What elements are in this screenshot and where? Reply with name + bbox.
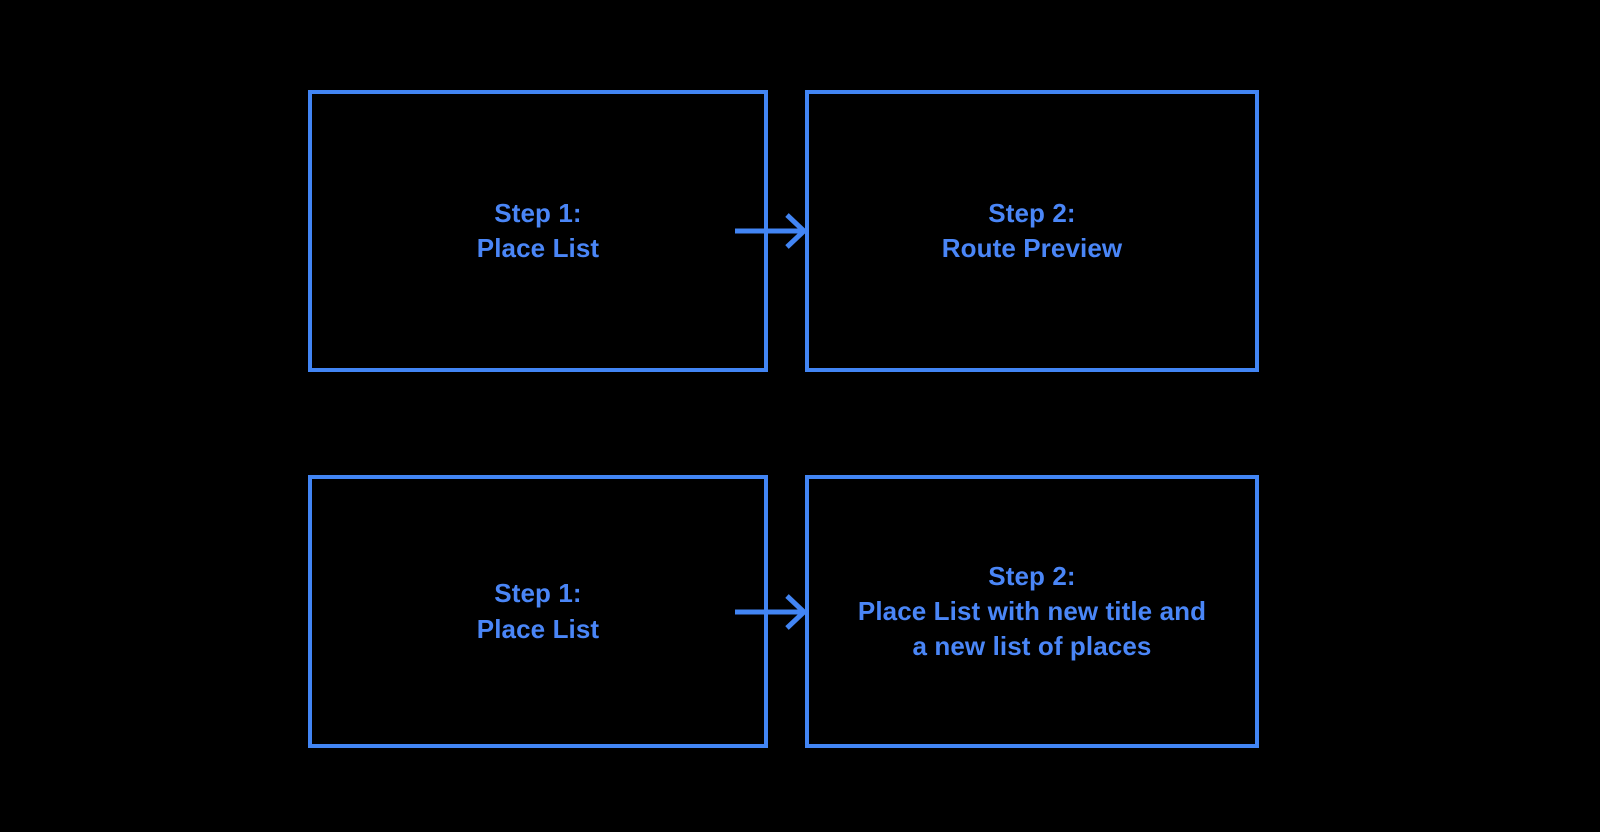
step-box-step-2-new-place-list[interactable]: Step 2: Place List with new title and a … (805, 475, 1259, 748)
step-box-step-1-place-list[interactable]: Step 1: Place List (308, 90, 768, 372)
step-box-label: Step 1: Place List (476, 578, 600, 644)
step-box-label: Step 2: Route Preview (941, 197, 1123, 263)
flow-row-new-place-list: Step 1: Place List Step 2: Place List wi… (0, 475, 1600, 748)
flow-row-route-preview: Step 1: Place List Step 2: Route Preview (0, 90, 1600, 372)
step-box-step-2-route-preview[interactable]: Step 2: Route Preview (805, 90, 1259, 372)
step-box-label: Step 1: Place List (476, 197, 600, 263)
step-box-label: Step 2: Place List with new title and a … (857, 560, 1207, 662)
step-box-step-1-place-list[interactable]: Step 1: Place List (308, 475, 768, 748)
